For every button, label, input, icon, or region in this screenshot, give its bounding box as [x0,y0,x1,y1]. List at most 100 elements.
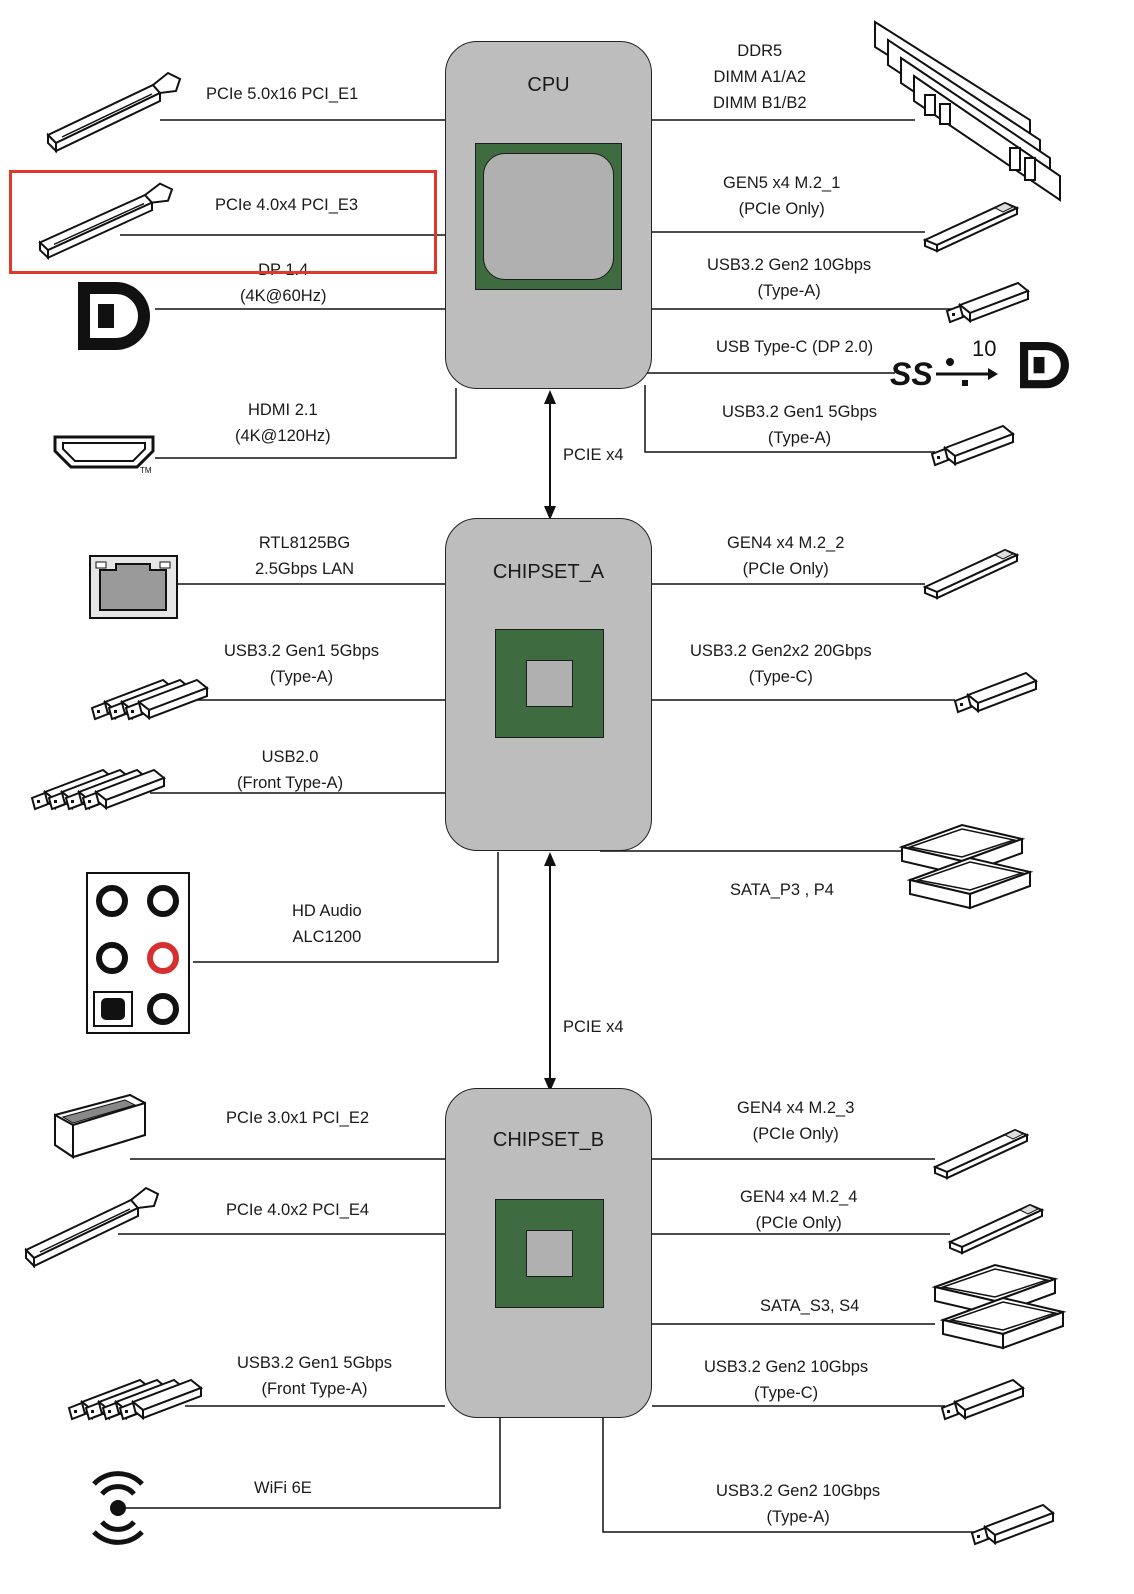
sata-s3-s4-label: SATA_S3, S4 [760,1297,860,1315]
chipset-b-usb-typea-label: USB3.2 Gen2 10Gbps (Type-A) [716,1478,880,1530]
audio-jack-panel-icon [86,872,190,1034]
m2-4-label: GEN4 x4 M.2_4 (PCIe Only) [740,1184,857,1236]
hdmi-label-line2: (4K@120Hz) [235,427,331,445]
chipset-b-title: CHIPSET_B [492,1129,605,1151]
m2-ssd-icon [949,1204,1043,1254]
usb2-label-line2: (Front Type-A) [237,774,344,792]
hdmi-port-icon [53,435,155,469]
lan-port-icon [89,555,178,619]
cpu-usb-gen1-label: USB3.2 Gen1 5Gbps (Type-A) [722,399,877,451]
m2-2-label-line1: GEN4 x4 M.2_2 [727,534,845,552]
pcie-e2-label: PCIe 3.0x1 PCI_E2 [226,1109,370,1127]
chipset-a-usb-gen1-label-line2: (Type-A) [269,668,334,686]
m2-2-label: GEN4 x4 M.2_2 (PCIe Only) [727,530,844,582]
cpu-usb-typec-label: USB Type-C (DP 2.0) [716,338,874,356]
m2-3-label-line2: (PCIe Only) [752,1125,839,1143]
displayport-label: DP 1.4 (4K@60Hz) [240,257,326,309]
pcie-e1-label: PCIe 5.0x16 PCI_E1 [206,85,359,103]
chipset-a-die [495,629,604,738]
chipset-b-die-core [526,1230,573,1277]
m2-ssd-icon [924,202,1018,252]
chipset-b-usb-typec-label-line1: USB3.2 Gen2 10Gbps [704,1358,869,1376]
sata-p3-p4-label: SATA_P3 , P4 [730,881,834,899]
displayport-label-line2: (4K@60Hz) [240,287,327,305]
ddr5-label-line3: DIMM B1/B2 [713,94,807,112]
usb-stick-stack-icon [68,1379,202,1420]
cpu-die-core [483,153,614,280]
wifi-label: WiFi 6E [254,1479,312,1497]
usb-stick-stack-icon [31,769,165,810]
lan-label-line2: 2.5Gbps LAN [255,560,355,578]
chipset-a-usb-gen2x2-label-line1: USB3.2 Gen2x2 20Gbps [690,642,872,660]
chipset-b-usb-typec-label-line2: (Type-C) [754,1384,819,1402]
pcie-slot-icon [25,1187,159,1267]
sata-drive-icon [934,1264,1064,1349]
chipset-a-die-core [526,660,573,707]
hdmi-trademark: TM [140,466,152,475]
cpu-usb-gen2-label-line1: USB3.2 Gen2 10Gbps [707,256,872,274]
cpu-die [475,143,622,290]
m2-3-label-line1: GEN4 x4 M.2_3 [737,1099,855,1117]
m2-1-label-line1: GEN5 x4 M.2_1 [723,174,841,192]
lan-label: RTL8125BG 2.5Gbps LAN [255,530,354,582]
m2-1-label-line2: (PCIe Only) [738,200,825,218]
chipset-b-block: CHIPSET_B [445,1088,652,1418]
cpu-block: CPU [445,41,652,389]
cpu-usb-gen2-label: USB3.2 Gen2 10Gbps (Type-A) [707,252,871,304]
chipset-a-usb-gen2x2-label-line2: (Type-C) [748,668,813,686]
displayport-label-line1: DP 1.4 [258,261,309,279]
cpu-usb-gen1-label-line2: (Type-A) [767,429,832,447]
highlight-box [9,170,437,274]
hd-audio-label-line1: HD Audio [292,902,362,920]
chipset-a-usb-gen1-label-line1: USB3.2 Gen1 5Gbps [224,642,380,660]
pcie-slot-icon [47,72,181,152]
hdmi-label: HDMI 2.1 (4K@120Hz) [235,397,331,449]
chipset-a-block: CHIPSET_A [445,518,652,851]
chipset-a-usb-gen2x2-label: USB3.2 Gen2x2 20Gbps (Type-C) [690,638,872,690]
chipset-a-usb-gen1-label: USB3.2 Gen1 5Gbps (Type-A) [224,638,379,690]
pcie-x1-slot-icon [54,1093,146,1159]
m2-ssd-icon [934,1129,1028,1179]
usb-stick-icon [941,1379,1024,1420]
ddr5-label-line1: DDR5 [737,42,783,60]
chipset-b-usb-typea-label-line1: USB3.2 Gen2 10Gbps [716,1482,881,1500]
usb-stick-icon [954,672,1037,713]
cpu-title: CPU [527,74,570,96]
dimm-memory-icon [874,20,1061,202]
cpu-usb-gen2-label-line2: (Type-A) [757,282,821,300]
hdmi-label-line1: HDMI 2.1 [247,401,318,419]
hd-audio-label-line2: ALC1200 [292,928,362,946]
wifi-icon [92,1471,144,1545]
m2-ssd-icon [924,549,1018,599]
pcie-e3-label: PCIe 4.0x4 PCI_E3 [215,196,359,214]
displayport-logo-icon [78,282,150,350]
chipset-b-die [495,1199,604,1308]
chipset-b-usb-typea-label-line2: (Type-A) [766,1508,830,1526]
hd-audio-label: HD Audio ALC1200 [292,898,362,950]
usb2-label: USB2.0 (Front Type-A) [237,744,343,796]
chipset-b-usb-gen1-label: USB3.2 Gen1 5Gbps (Front Type-A) [237,1350,392,1402]
superspeed-usb-logo-icon: SS 10 [890,336,998,392]
chipset-b-usb-typec-label: USB3.2 Gen2 10Gbps (Type-C) [704,1354,868,1406]
m2-4-label-line1: GEN4 x4 M.2_4 [740,1188,858,1206]
m2-2-label-line2: (PCIe Only) [742,560,829,578]
chipset-a-title: CHIPSET_A [492,561,605,583]
displayport-logo-icon [1020,342,1069,389]
ddr5-label: DDR5 DIMM A1/A2 DIMM B1/B2 [713,38,807,116]
lan-label-line1: RTL8125BG [258,534,351,552]
cpu-chipset-a-link-label: PCIE x4 [563,446,624,464]
sata-drive-icon [901,824,1031,909]
pcie-e4-label: PCIe 4.0x2 PCI_E4 [226,1201,370,1219]
usb-stick-icon [971,1504,1054,1545]
superspeed-number: 10 [972,336,996,361]
m2-3-label: GEN4 x4 M.2_3 (PCIe Only) [737,1095,854,1147]
usb-stick-icon [946,282,1029,323]
chipset-a-chipset-b-link-label: PCIE x4 [563,1018,624,1036]
m2-1-label: GEN5 x4 M.2_1 (PCIe Only) [723,170,840,222]
superspeed-text: SS [890,356,933,392]
usb-stick-stack-icon [91,679,208,720]
ddr5-label-line2: DIMM A1/A2 [713,68,807,86]
chipset-b-usb-gen1-label-line2: (Front Type-A) [261,1380,368,1398]
